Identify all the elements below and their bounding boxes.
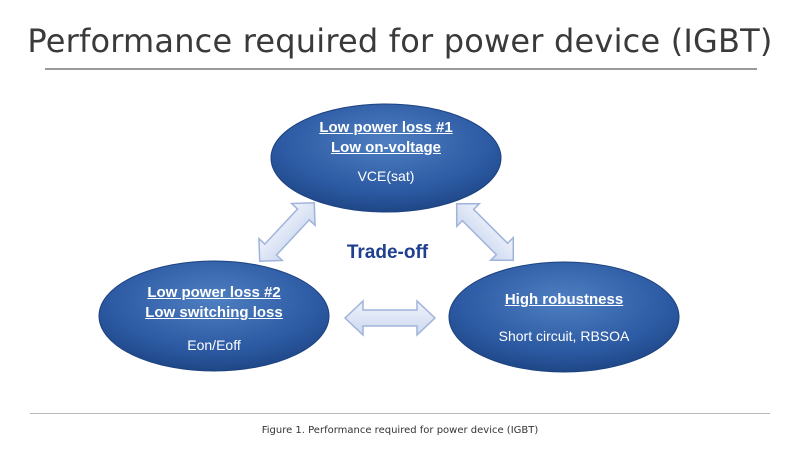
node-top-text: Low power loss #1 Low on-voltage VCE(sat… [286, 118, 486, 184]
node-left-subtitle: Low switching loss [145, 304, 283, 321]
node-right-title: High robustness [504, 291, 624, 308]
node-top-detail: VCE(sat) [357, 168, 415, 184]
double-arrow-top-left [258, 201, 316, 263]
node-left-detail: Eon/Eoff [187, 337, 241, 353]
node-top-title: Low power loss #1 [319, 119, 453, 136]
tradeoff-label: Trade-off [346, 242, 429, 263]
title-divider [45, 68, 757, 70]
double-arrow-horizontal [343, 299, 437, 337]
node-left-text: Low power loss #2 Low switching loss Eon… [114, 283, 314, 353]
caption-divider [30, 413, 770, 414]
node-right-ellipse [448, 261, 680, 373]
figure-caption: Figure 1. Performance required for power… [261, 425, 539, 436]
node-right-text: High robustness Short circuit, RBSOA [464, 290, 664, 344]
node-left-ellipse [98, 260, 330, 372]
node-top-ellipse [270, 103, 502, 213]
node-top-subtitle: Low on-voltage [331, 139, 441, 156]
node-right-detail: Short circuit, RBSOA [498, 328, 630, 344]
page-title: Performance required for power device (I… [27, 22, 773, 60]
double-arrow-top-right [455, 202, 515, 262]
node-left-title: Low power loss #2 [147, 284, 281, 301]
